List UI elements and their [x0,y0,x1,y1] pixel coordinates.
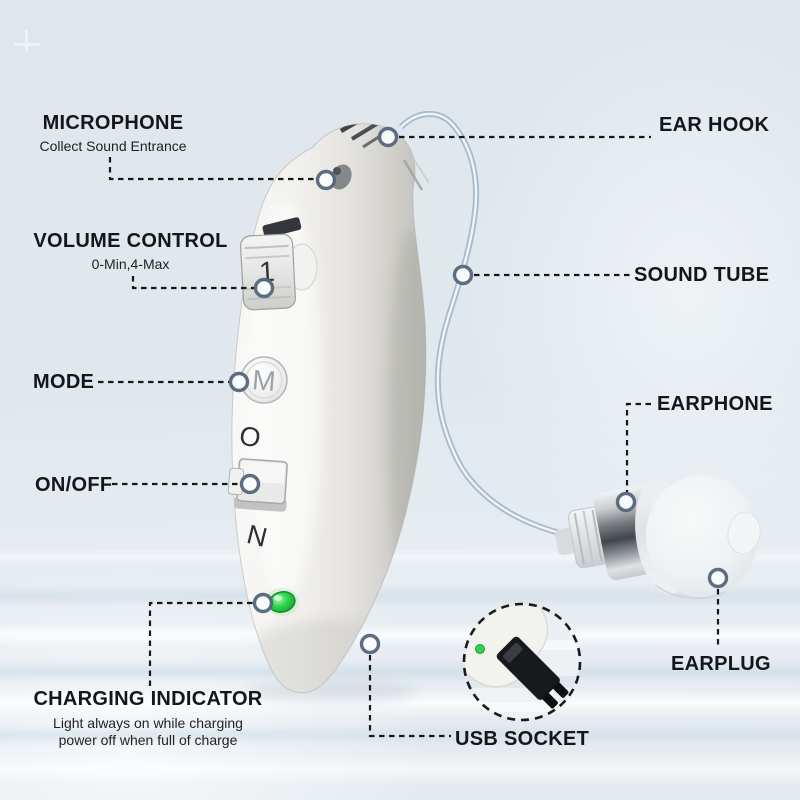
marker-microphone [315,169,337,191]
marker-sound-tube [452,264,474,286]
earplug-title: EARPLUG [671,653,771,675]
microphone-title: MICROPHONE [42,112,184,134]
charging-indicator-subtitle-line2: power off when full of charge [58,732,238,748]
leader-volume-control [131,276,254,290]
microphone-hole [330,164,352,190]
leader-usb-socket [368,655,451,738]
hearing-aid-body: 1 M O N [227,123,430,704]
mode-title: MODE [33,371,95,393]
marker-mode [228,371,250,393]
volume-control-title: VOLUME CONTROL [33,230,228,252]
volume-control-subtitle: 0-Min,4-Max [91,256,170,272]
sound-tube-title: SOUND TUBE [634,264,770,286]
label-volume-control: VOLUME CONTROL 0-Min,4-Max [28,230,233,272]
ear-hook-title: EAR HOOK [659,114,770,136]
earphone-title: EARPHONE [657,393,773,415]
usb-socket-inset [462,602,582,722]
on-off-title: ON/OFF [35,474,113,496]
label-mode: MODE [33,371,94,394]
label-on-off: ON/OFF [35,474,112,497]
label-usb-socket: USB SOCKET [455,728,589,751]
label-ear-hook: EAR HOOK [659,114,769,137]
marker-usb-socket [359,633,381,655]
inset-usb-plug [496,636,569,709]
leader-earphone [625,402,651,492]
marker-earplug [707,567,729,589]
ear-hook-seams [402,152,430,191]
marker-on-off [239,473,261,495]
microphone-subtitle: Collect Sound Entrance [39,138,187,154]
charging-led [265,588,299,616]
marker-volume-control [253,277,275,299]
label-sound-tube: SOUND TUBE [634,264,769,287]
charging-indicator-subtitle-line1: Light always on while charging [53,715,243,731]
earphone [555,475,761,600]
marker-charging-indicator [252,592,274,614]
label-earplug: EARPLUG [671,653,771,676]
marker-ear-hook [377,126,399,148]
leader-charging-indicator [148,601,253,686]
marker-earphone [615,491,637,513]
label-microphone: MICROPHONE Collect Sound Entrance [28,112,198,154]
leader-microphone [108,157,316,181]
earplug-dome [635,475,761,600]
inset-charging-led [475,644,485,654]
usb-socket-title: USB SOCKET [455,728,590,750]
sound-tube [398,111,580,541]
label-earphone: EARPHONE [657,393,773,416]
charging-indicator-title: CHARGING INDICATOR [33,688,263,710]
mode-button-letter: M [251,364,277,397]
label-charging-indicator: CHARGING INDICATOR Light always on while… [26,688,270,748]
switch-letter-top: O [237,420,263,453]
watermark-cross [14,30,40,52]
